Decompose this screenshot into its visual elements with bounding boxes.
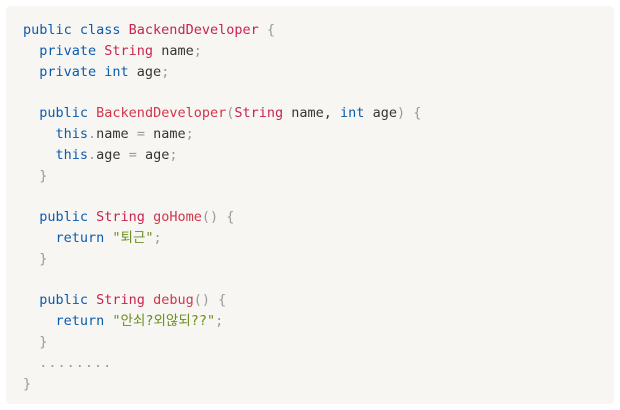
- code-token: String: [96, 292, 154, 309]
- code-token: age: [136, 146, 170, 163]
- code-indent: [23, 292, 39, 308]
- code-line: private int age;: [23, 62, 614, 83]
- code-line: return "퇴근";: [23, 228, 614, 249]
- code-token: {: [258, 22, 275, 38]
- code-token: .: [88, 146, 97, 163]
- code-indent: [23, 355, 39, 371]
- code-token: =: [136, 125, 145, 142]
- code-line: this.age = age;: [23, 145, 614, 166]
- code-token: name: [153, 42, 194, 59]
- code-token: }: [23, 375, 32, 392]
- code-token: ;: [153, 229, 162, 246]
- code-indent: [23, 251, 39, 267]
- code-line: public class BackendDeveloper {: [23, 20, 614, 41]
- code-token: BackendDeveloper: [128, 22, 259, 38]
- code-token: ........: [39, 354, 113, 371]
- code-line: public String debug() {: [23, 290, 614, 311]
- code-token: =: [128, 146, 137, 163]
- code-token: this: [55, 125, 89, 142]
- code-token: "안쇠?외않되??": [112, 313, 216, 330]
- code-token: age: [128, 63, 162, 80]
- code-indent: [23, 147, 56, 163]
- code-token: this: [55, 146, 89, 163]
- code-token: goHome: [153, 209, 202, 226]
- code-token: }: [39, 167, 48, 184]
- code-token: (: [226, 105, 235, 122]
- code-token: String: [96, 209, 154, 226]
- code-token: ;: [161, 63, 170, 80]
- code-token: int: [340, 105, 365, 122]
- code-line: return "안쇠?외않되??";: [23, 311, 614, 332]
- code-line: public BackendDeveloper(String name, int…: [23, 103, 614, 124]
- code-indent: [23, 64, 39, 80]
- code-token: public: [39, 292, 97, 309]
- code-token: debug: [153, 292, 194, 309]
- code-token: name: [96, 125, 137, 142]
- code-indent: [23, 105, 39, 121]
- code-token: age: [364, 105, 397, 122]
- code-block[interactable]: public class BackendDeveloper { private …: [6, 6, 614, 404]
- code-indent: [23, 230, 56, 246]
- code-indent: [23, 209, 39, 225]
- code-token: ;: [185, 125, 194, 142]
- code-token: public: [39, 105, 97, 122]
- code-line: }: [23, 166, 614, 187]
- code-token: () {: [193, 292, 227, 309]
- code-token: ;: [193, 42, 202, 59]
- code-line: public String goHome() {: [23, 207, 614, 228]
- code-indent: [23, 43, 39, 59]
- code-token: () {: [201, 209, 235, 226]
- code-token: ) {: [396, 105, 422, 122]
- code-token: name: [144, 125, 186, 142]
- code-token: ;: [215, 313, 224, 330]
- code-token: name,: [283, 105, 341, 122]
- code-line: ​: [23, 270, 614, 291]
- code-token: return: [55, 229, 113, 246]
- code-line: ​: [23, 186, 614, 207]
- code-token: String: [104, 42, 154, 59]
- code-token: String: [234, 105, 284, 122]
- code-token: private int: [39, 63, 129, 80]
- code-line: }: [23, 249, 614, 270]
- code-token: "퇴근": [112, 229, 154, 246]
- code-token: age: [96, 146, 129, 163]
- code-line: this.name = name;: [23, 124, 614, 145]
- code-token: public class: [23, 22, 129, 38]
- code-token: BackendDeveloper: [96, 105, 227, 122]
- code-indent: [23, 126, 56, 142]
- code-token: .: [88, 125, 97, 142]
- code-line: }: [23, 332, 614, 353]
- code-token: return: [55, 313, 113, 330]
- code-indent: [23, 313, 56, 329]
- code-token: }: [39, 333, 48, 350]
- code-line: ​: [23, 82, 614, 103]
- code-token: ;: [169, 146, 178, 163]
- code-line: }: [23, 374, 614, 395]
- code-indent: [23, 168, 39, 184]
- code-token: public: [39, 209, 97, 226]
- code-token: }: [39, 250, 48, 267]
- code-line: private String name;: [23, 41, 614, 62]
- code-line: ........: [23, 353, 614, 374]
- code-indent: [23, 334, 39, 350]
- code-token: private: [39, 42, 105, 59]
